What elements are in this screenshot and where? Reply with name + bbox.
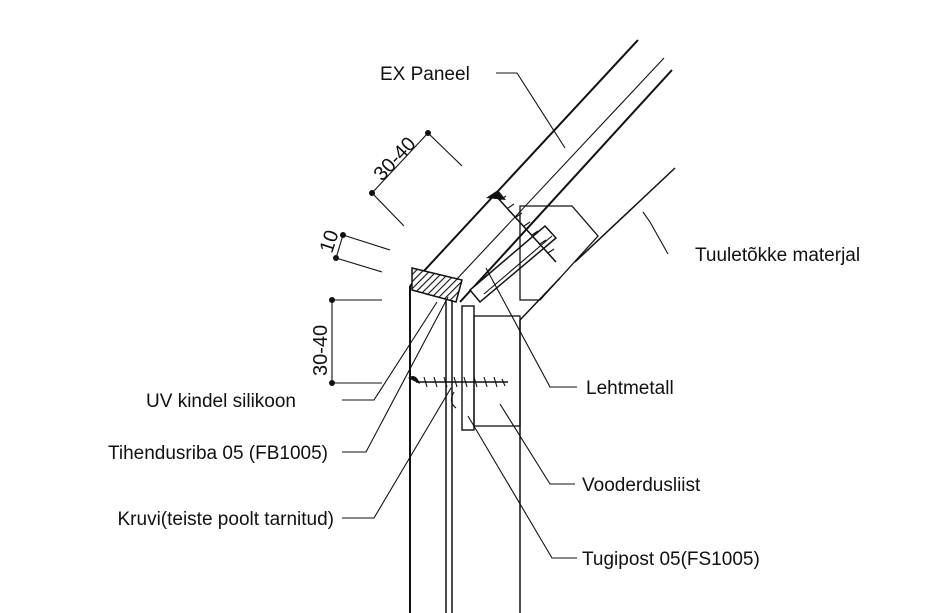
dimension-top: 30-40 xyxy=(369,130,463,227)
ex-panel xyxy=(409,39,673,613)
label-lehtmetall: Lehtmetall xyxy=(586,378,674,399)
sealing-strip xyxy=(411,267,463,303)
dimension-gap-label: 10 xyxy=(316,228,344,256)
dimension-side: 30-40 xyxy=(310,297,382,386)
label-tugipost: Tugipost 05(FS1005) xyxy=(582,549,760,570)
dimension-side-label: 30-40 xyxy=(310,325,332,376)
label-uv-silikoon: UV kindel silikoon xyxy=(146,391,296,412)
dimension-gap: 10 xyxy=(316,228,391,273)
label-kruvi: Kruvi(teiste poolt tarnitud) xyxy=(118,509,335,530)
screw-upper xyxy=(486,190,557,263)
screw-lower xyxy=(408,376,508,409)
leader-lines xyxy=(342,72,669,559)
label-tihendusriba: Tihendusriba 05 (FB1005) xyxy=(108,443,328,464)
label-vooderdusliist: Vooderdusliist xyxy=(582,475,701,496)
label-tuuletokke: Tuuletõkke materjal xyxy=(695,245,860,266)
label-ex-paneel: EX Paneel xyxy=(380,64,470,85)
dimension-top-label: 30-40 xyxy=(370,133,421,185)
support-post xyxy=(445,300,521,613)
